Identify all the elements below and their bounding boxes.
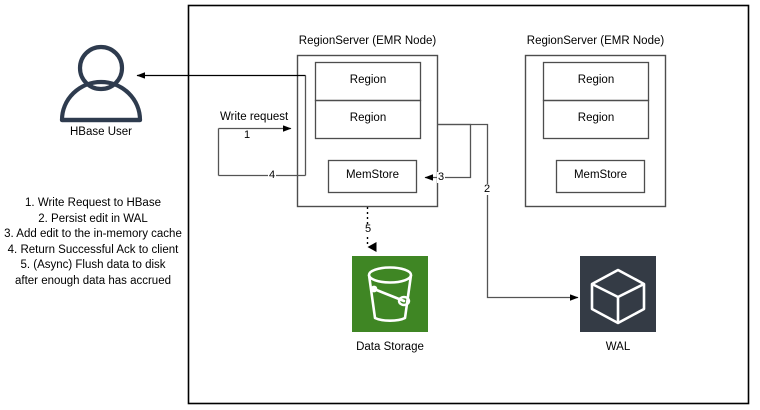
regionserver-1-title: RegionServer (EMR Node) [298, 35, 437, 47]
bucket-icon [352, 256, 428, 332]
regionserver-2-region-2 [542, 99, 650, 140]
edge-number-4: 4 [268, 169, 277, 181]
legend-line-5: 5. (Async) Flush data to disk [20, 259, 166, 271]
regionserver-2-box [524, 54, 667, 208]
data-storage-label: Data Storage [356, 341, 424, 353]
edge-wal-persist-2 [437, 123, 579, 301]
outer-container-box [187, 4, 750, 405]
wal-label: WAL [605, 341, 631, 353]
legend-line-4: 4. Return Successful Ack to client [7, 243, 179, 256]
legend-line-2: 2. Persist edit in WAL [38, 212, 148, 225]
regionserver-1-memstore-box [327, 159, 418, 194]
regionserver-2-memstore-label: MemStore [573, 169, 628, 181]
edge-number-2: 2 [483, 183, 492, 195]
edge-number-5: 5 [364, 223, 373, 235]
regionserver-1-region-2-label: Region [349, 112, 387, 124]
edge-number-3: 3 [437, 171, 446, 183]
legend-line-1: 1. Write Request to HBase [25, 197, 161, 209]
cube-icon [580, 256, 656, 332]
legend-line-6: after enough data has accrued [14, 274, 171, 287]
actor-label: HBase User [70, 126, 132, 138]
regionserver-1-box [296, 54, 439, 208]
regionserver-1-region-1-label: Region [349, 74, 387, 86]
edge-memstore-add-3 [424, 123, 472, 181]
regionserver-2-memstore-box [555, 159, 646, 194]
regionserver-2-title: RegionServer (EMR Node) [526, 35, 665, 47]
regionserver-1-memstore-label: MemStore [345, 169, 400, 181]
legend-line-3: 3. Add edit to the in-memory cache [4, 228, 182, 240]
regionserver-2-region-1-label: Region [577, 74, 615, 86]
user-icon [59, 44, 143, 123]
edge-write-request-label: Write request [220, 111, 289, 123]
regionserver-2-region-2-label: Region [577, 112, 615, 124]
steps-legend: 1. Write Request to HBase 2. Persist edi… [0, 196, 186, 289]
regionserver-1-region-2 [314, 99, 422, 140]
edge-number-1: 1 [243, 129, 252, 141]
